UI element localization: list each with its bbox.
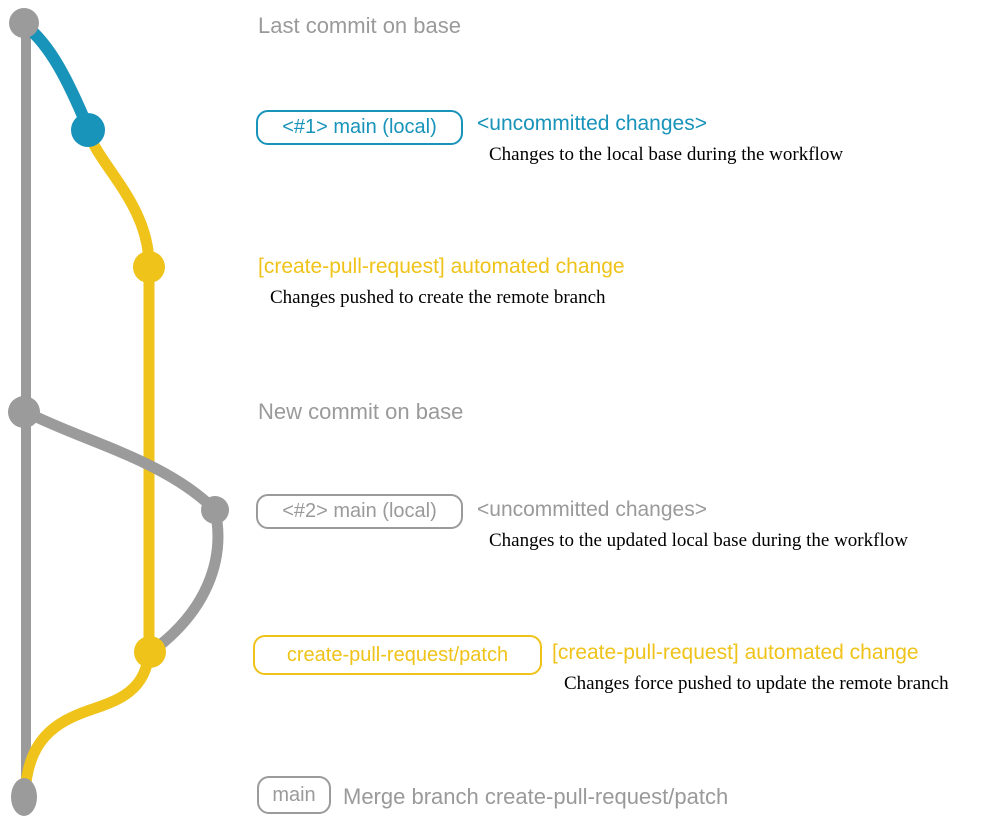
uncommitted-changes-label-1: <uncommitted changes> bbox=[477, 112, 707, 135]
branch-badge-main-local-2: <#2> main (local) bbox=[256, 494, 463, 529]
automated-change-label-2: [create-pull-request] automated change bbox=[552, 641, 919, 664]
automated-change-desc-2: Changes force pushed to update the remot… bbox=[564, 673, 949, 694]
new-commit-label: New commit on base bbox=[258, 399, 464, 424]
commit-dot-automated-change-2 bbox=[134, 636, 166, 668]
uncommitted-changes-label-2: <uncommitted changes> bbox=[477, 498, 707, 521]
merge-commit-label: Merge branch create-pull-request/patch bbox=[343, 784, 729, 809]
patch-branch-merge-line bbox=[19, 646, 155, 801]
commit-dot-merge-commit bbox=[11, 778, 37, 816]
commit-dot-local-main-2 bbox=[201, 496, 229, 524]
rebase-curve-in bbox=[145, 504, 224, 658]
branch-badge-main: main bbox=[257, 776, 331, 814]
rebase-curve-out bbox=[20, 406, 221, 516]
commit-dot-new-commit-on-base bbox=[8, 396, 40, 428]
last-commit-label: Last commit on base bbox=[258, 13, 461, 38]
commit-dot-last-commit-on-base bbox=[9, 8, 39, 38]
commit-dot-local-main-1 bbox=[71, 113, 105, 147]
patch-branch-line bbox=[82, 125, 155, 659]
uncommitted-changes-desc-2: Changes to the updated local base during… bbox=[489, 530, 908, 551]
branch-badge-patch: create-pull-request/patch bbox=[253, 635, 542, 675]
automated-change-label-1: [create-pull-request] automated change bbox=[258, 255, 625, 278]
commit-dot-automated-change-1 bbox=[133, 251, 165, 283]
local-main-branch-line bbox=[20, 20, 94, 134]
automated-change-desc-1: Changes pushed to create the remote bran… bbox=[270, 287, 606, 308]
branch-badge-main-local-1: <#1> main (local) bbox=[256, 110, 463, 145]
uncommitted-changes-desc-1: Changes to the local base during the wor… bbox=[489, 144, 844, 165]
